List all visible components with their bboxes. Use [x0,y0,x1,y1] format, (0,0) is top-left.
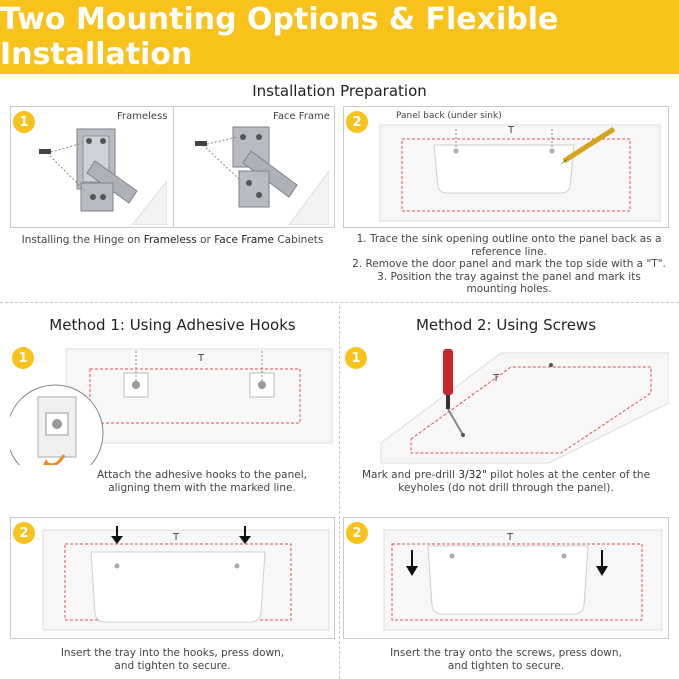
insert-tray-screws-illustration [383,529,663,631]
step-badge: 2 [346,111,368,133]
method2-title: Method 2: Using Screws [415,316,597,334]
top-mark: T [508,125,515,136]
frameless-label: Frameless [117,111,168,122]
top-mark: T [493,373,500,384]
page-title: Two Mounting Options & Flexible Installa… [0,2,559,72]
method2-step2-caption: Insert the tray onto the screws, press d… [390,647,622,672]
hinge-face-frame-illustration [195,126,329,225]
panel-back-label: Panel back (under sink) [396,111,502,121]
method1-step2-panel: 2 T [10,517,335,639]
top-mark: T [198,353,205,364]
prep-step1-panel: 1 Frameless Face Frame [10,106,335,228]
method2-step2-panel: 2 T [343,517,669,639]
section-divider [0,302,679,303]
method1-step1-panel: 1 T [10,343,335,465]
instruction-item: 2. Remove the door panel and mark the to… [352,258,666,270]
method1-title: Method 1: Using Adhesive Hooks [49,316,296,334]
hinge-frameless-illustration [39,128,167,225]
top-mark: T [507,532,514,543]
method2-step1-panel: 1 T [343,343,669,465]
header-banner: Two Mounting Options & Flexible Installa… [0,0,679,74]
photo-divider [173,107,174,227]
prep-step2-instructions: 1. Trace the sink opening outline onto t… [352,233,666,296]
preparation-title: Installation Preparation [252,82,427,100]
instruction-item: 3. Position the tray against the panel a… [377,270,641,296]
method2-step1-caption: Mark and pre-drill 3/32" pilot holes at … [361,469,651,494]
method-divider [339,306,340,679]
drill-panel-illustration [380,349,669,464]
step-badge: 1 [345,347,367,369]
prep-step1-caption: Installing the Hinge on Frameless or Fac… [21,234,324,246]
step-badge: 2 [346,522,368,544]
method1-step2-caption: Insert the tray into the hooks, press do… [60,647,285,672]
step-badge: 2 [13,522,35,544]
method1-step1-caption: Attach the adhesive hooks to the panel, … [97,469,307,494]
hook-detail-zoom [10,384,104,465]
step-badge: 1 [12,347,34,369]
prep-step2-panel: 2 Panel back (under sink) T [343,106,669,228]
step-badge: 1 [13,111,35,133]
panel-back-illustration [379,124,661,222]
instruction-item: 1. Trace the sink opening outline onto t… [356,233,662,258]
face-frame-label: Face Frame [273,111,330,122]
top-mark: T [173,532,180,543]
insert-tray-hooks-illustration [42,526,330,631]
adhesive-hook-panel-illustration [65,348,333,444]
